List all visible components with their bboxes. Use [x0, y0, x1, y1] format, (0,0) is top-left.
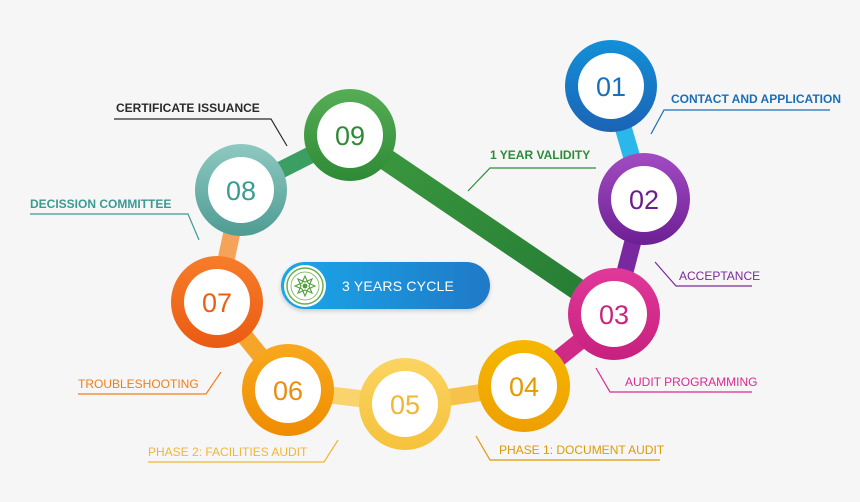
step-number: 07 — [202, 288, 232, 318]
step-01-label: CONTACT AND APPLICATION — [671, 92, 841, 106]
step-node-center — [581, 281, 647, 347]
step-node-01: 01 — [565, 40, 657, 132]
step-nodes: 01 02 03 04 05 06 07 08 09 — [171, 40, 690, 450]
step-05-label: PHASE 2: FACILITIES AUDIT — [148, 445, 308, 459]
step-node-center — [317, 102, 383, 168]
connector-09-03-validity — [343, 125, 621, 324]
center-badge-text: 3 YEARS CYCLE — [342, 277, 455, 294]
leader-01 — [650, 109, 830, 135]
step-node-07: 07 — [171, 256, 263, 348]
leader-04 — [475, 435, 660, 461]
step-number: 03 — [599, 300, 629, 330]
step-08-label: CERTIFICATE ISSUANCE — [116, 101, 260, 115]
step-04-label: PHASE 1: DOCUMENT AUDIT — [499, 443, 665, 457]
step-node-06: 06 — [242, 344, 334, 436]
step-node-02: 02 — [598, 153, 690, 245]
step-number: 05 — [390, 390, 420, 420]
step-number: 08 — [226, 176, 256, 206]
step-02-label: ACCEPTANCE — [679, 269, 760, 283]
step-03-label: AUDIT PROGRAMMING — [625, 375, 757, 389]
halal-certification-seal-icon — [284, 264, 326, 307]
leader-lines — [30, 109, 830, 463]
step-labels: CONTACT AND APPLICATION ACCEPTANCE AUDIT… — [30, 92, 841, 459]
three-years-cycle-badge: 3 YEARS CYCLE — [281, 262, 490, 309]
step-node-center — [372, 371, 438, 437]
step-node-03: 03 — [568, 268, 660, 360]
step-node-center — [578, 53, 644, 119]
validity-label: 1 YEAR VALIDITY — [490, 148, 590, 162]
step-06-label: TROUBLESHOOTING — [78, 377, 199, 391]
step-node-08: 08 — [195, 144, 287, 236]
leader-05 — [148, 439, 339, 463]
step-node-05: 05 — [359, 358, 451, 450]
step-number: 01 — [596, 72, 626, 102]
step-07-label: DECISSION COMMITTEE — [30, 197, 171, 211]
step-number: 04 — [509, 372, 539, 402]
step-node-center — [491, 353, 557, 419]
leader-08 — [114, 118, 288, 147]
step-node-04: 04 — [478, 340, 570, 432]
step-node-center — [611, 166, 677, 232]
step-node-09: 09 — [304, 89, 396, 181]
step-number: 06 — [273, 376, 303, 406]
leader-07 — [30, 213, 200, 241]
leader-03 — [595, 367, 752, 393]
step-node-center — [208, 157, 274, 223]
step-number: 09 — [335, 121, 365, 151]
step-node-center — [255, 357, 321, 423]
leader-validity — [467, 167, 596, 192]
leader-06 — [78, 371, 222, 395]
step-node-center — [184, 269, 250, 335]
step-number: 02 — [629, 185, 659, 215]
leader-02 — [654, 261, 752, 287]
